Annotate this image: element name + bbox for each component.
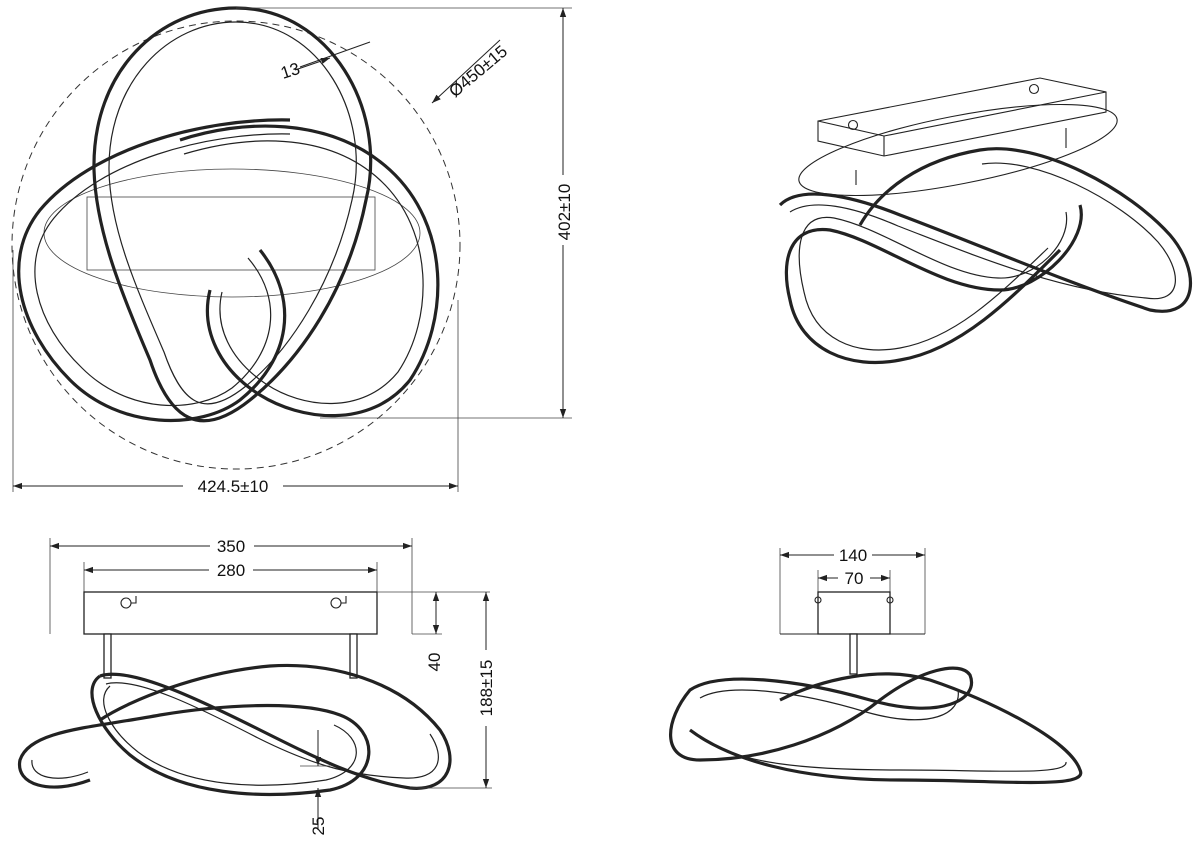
front-rod-left: [103, 633, 112, 679]
ring-loop-left: [17, 118, 291, 422]
front-rings: [18, 663, 452, 797]
perspective-rings: [778, 147, 1192, 365]
side-rod: [849, 633, 858, 675]
ring-loop-tall: [92, 6, 373, 423]
dim-diameter-leader: [431, 39, 501, 104]
dim-thickness-leader: [299, 41, 371, 68]
mounting-plate-outline: [86, 196, 376, 271]
side-rings: [669, 666, 1083, 785]
dim-base-length-label: 350: [217, 537, 245, 556]
dim-thickness-label: 13: [278, 59, 302, 83]
dim-mount-spacing-label: 280: [217, 561, 245, 580]
dim-base-depth-label: 140: [839, 546, 867, 565]
dim-diameter-label: Ø450±15: [445, 42, 511, 101]
front-base-plate: [83, 591, 378, 635]
front-rod-right: [349, 633, 358, 679]
dim-height-label: 402±10: [555, 184, 574, 241]
dim-width-label: 424.5±10: [198, 477, 269, 496]
perspective-canopy: [798, 103, 1118, 197]
perspective-mounting-plate: [817, 77, 1107, 157]
dim-total-height-label: 188±15: [477, 660, 496, 717]
perspective-view: [778, 77, 1192, 365]
front-view: 350 280 40 188±15: [18, 536, 496, 836]
side-mount-block: [817, 591, 891, 635]
outer-diameter-circle: [11, 20, 461, 470]
dim-base-height-label: 40: [425, 653, 444, 672]
top-view: 13 Ø450±15 424.5±10 402±10: [11, 6, 574, 496]
dim-mount-depth-label: 70: [845, 569, 864, 588]
dim-ring-height-label: 25: [309, 817, 328, 836]
canopy-outline: [43, 168, 421, 298]
dim-thickness-arrow: [294, 57, 331, 71]
side-view: 140 70: [669, 545, 1083, 785]
ring-loop-right: [179, 124, 440, 418]
